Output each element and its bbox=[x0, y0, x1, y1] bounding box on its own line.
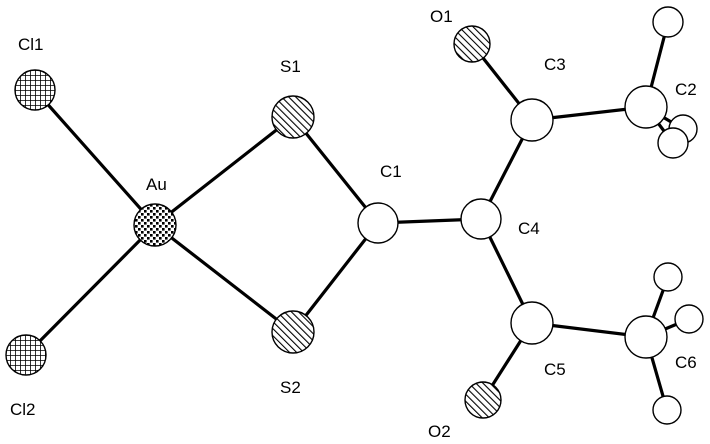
label-c4: C4 bbox=[518, 219, 540, 238]
atom-h6c bbox=[652, 395, 682, 425]
bond-au-s1 bbox=[153, 115, 295, 227]
label-au: Au bbox=[146, 175, 167, 194]
atom-o2 bbox=[464, 381, 502, 419]
bond-au-cl2 bbox=[24, 223, 157, 357]
label-s2: S2 bbox=[280, 378, 301, 397]
atom-cl2 bbox=[5, 334, 47, 376]
label-c5: C5 bbox=[544, 360, 566, 379]
label-o2: O2 bbox=[428, 422, 451, 441]
atom-s2 bbox=[271, 310, 315, 354]
atom-cl1 bbox=[14, 69, 56, 111]
atom-h2c bbox=[657, 127, 689, 159]
atom-c1 bbox=[357, 202, 399, 244]
label-c3: C3 bbox=[544, 55, 566, 74]
atom-o1 bbox=[453, 25, 491, 63]
atom-c3 bbox=[510, 98, 554, 142]
label-c6: C6 bbox=[675, 353, 697, 372]
label-cl2: Cl2 bbox=[10, 400, 36, 419]
label-s1: S1 bbox=[280, 57, 301, 76]
atom-c2 bbox=[624, 85, 668, 129]
label-c1: C1 bbox=[380, 162, 402, 181]
label-o1: O1 bbox=[430, 7, 453, 26]
atom-h6a bbox=[653, 262, 683, 292]
bond-au-s2 bbox=[153, 223, 295, 334]
atom-c4 bbox=[460, 198, 502, 240]
atom-h2a bbox=[652, 6, 684, 38]
atom-c5 bbox=[510, 301, 554, 345]
atom-c6 bbox=[624, 315, 668, 359]
atom-h6b bbox=[674, 304, 704, 334]
atoms-layer bbox=[5, 6, 704, 425]
label-cl1: Cl1 bbox=[18, 35, 44, 54]
bond-s2-c1 bbox=[291, 221, 380, 334]
bonds-layer bbox=[24, 20, 691, 412]
atom-s1 bbox=[271, 95, 315, 139]
atom-au bbox=[133, 203, 177, 247]
bond-s1-c1 bbox=[291, 115, 380, 225]
bond-au-cl1 bbox=[33, 88, 157, 227]
label-c2: C2 bbox=[675, 80, 697, 99]
